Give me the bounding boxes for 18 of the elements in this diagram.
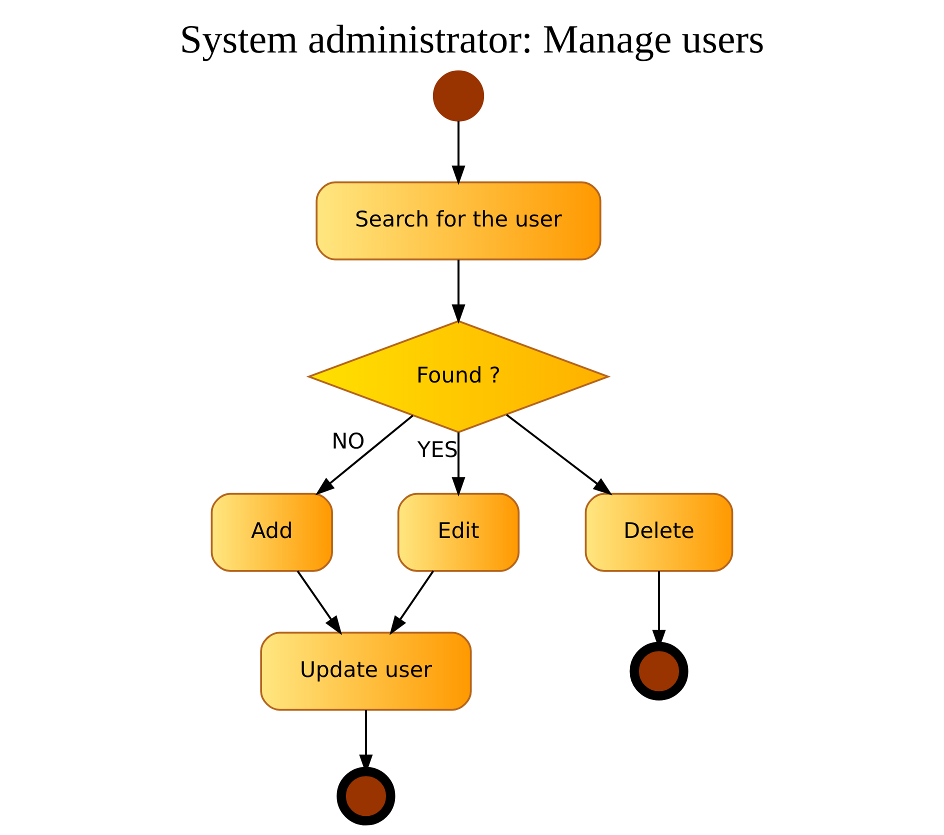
node-diamond: Found ? bbox=[306, 320, 611, 434]
arrow bbox=[390, 570, 434, 636]
arrow bbox=[296, 570, 342, 636]
node-box: Search for the user bbox=[316, 181, 602, 260]
node-circle bbox=[336, 766, 396, 826]
diagram-title: System administrator: Manage users bbox=[180, 16, 764, 62]
node-box: Edit bbox=[397, 492, 520, 572]
arrow bbox=[452, 260, 466, 324]
node-circle bbox=[432, 70, 484, 122]
arrow bbox=[452, 432, 466, 497]
node-box: Update user bbox=[260, 632, 472, 711]
node-box: Delete bbox=[584, 492, 734, 572]
edge-label: YES bbox=[417, 438, 458, 464]
node-circle bbox=[630, 642, 688, 701]
arrow bbox=[452, 120, 466, 186]
arrow bbox=[506, 414, 612, 496]
node-box: Add bbox=[210, 492, 333, 572]
arrow bbox=[315, 414, 414, 496]
